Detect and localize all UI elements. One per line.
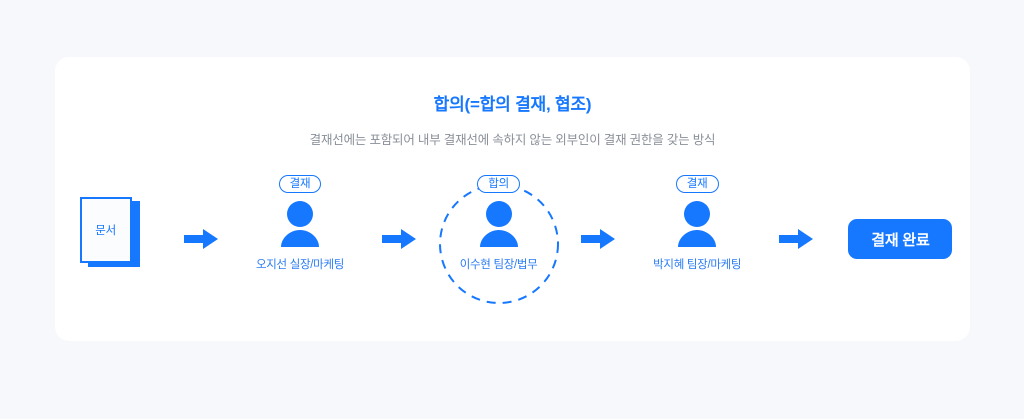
arrow-cell-3 (564, 175, 633, 325)
end-cell: 결재 완료 (831, 175, 970, 325)
node-label-1: 오지선 실장/마케팅 (255, 259, 344, 271)
arrow-cell-2 (365, 175, 434, 325)
approval-flow: 문서 결재 오지선 실장/마케팅 (55, 175, 970, 325)
arrow-right-icon (382, 229, 417, 249)
approval-node-1[interactable]: 결재 오지선 실장/마케팅 (235, 175, 365, 325)
person-icon (678, 201, 717, 247)
arrow-right-icon (183, 229, 218, 249)
person-icon (280, 201, 319, 247)
node-label-2: 이수현 팀장/법무 (459, 259, 538, 271)
diagram-card: 합의(=합의 결재, 협조) 결재선에는 포함되어 내부 결재선에 속하지 않는… (55, 57, 970, 341)
arrow-cell-1 (166, 175, 235, 325)
node-badge-2: 합의 (477, 175, 520, 193)
node-badge-3: 결재 (675, 175, 719, 193)
arrow-right-icon (580, 229, 615, 249)
page-title: 합의(=합의 결재, 협조) (433, 95, 592, 114)
person-icon (479, 201, 518, 247)
page-subtitle: 결재선에는 포함되어 내부 결재선에 속하지 않는 외부인이 결재 권한을 갖는… (309, 133, 716, 147)
approval-node-3[interactable]: 결재 박지혜 팀장/마케팅 (632, 175, 762, 325)
document-front-sheet: 문서 (79, 197, 132, 263)
arrow-right-icon (779, 229, 814, 249)
document-stack-icon: 문서 (79, 197, 142, 269)
node-label-3: 박지혜 팀장/마케팅 (653, 259, 742, 271)
approval-complete-button[interactable]: 결재 완료 (848, 219, 953, 259)
approval-node-2[interactable]: 합의 이수현 팀장/법무 (434, 175, 564, 325)
document-cell: 문서 (55, 175, 166, 325)
document-label: 문서 (95, 225, 117, 237)
node-badge-1: 결재 (278, 175, 322, 193)
arrow-cell-4 (762, 175, 831, 325)
